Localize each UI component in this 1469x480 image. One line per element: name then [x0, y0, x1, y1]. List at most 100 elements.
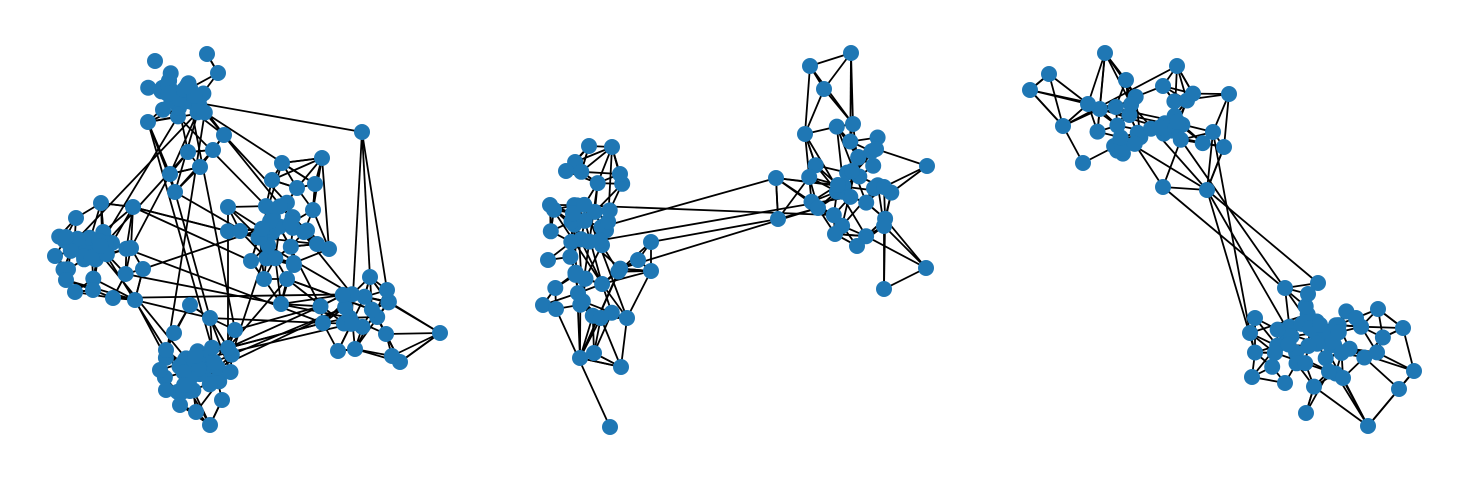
graph-node	[1172, 131, 1189, 148]
graph-edge	[883, 225, 927, 269]
graph-node	[1335, 370, 1351, 386]
graph-node	[535, 297, 551, 313]
graph-node	[347, 341, 363, 357]
graph-node	[843, 45, 859, 61]
graph-node	[384, 348, 400, 364]
graph-edge	[169, 111, 199, 175]
graph-node	[876, 218, 892, 234]
graph-node	[592, 310, 609, 326]
graph-node	[816, 81, 832, 97]
graph-node	[1306, 378, 1322, 395]
graph-node	[919, 158, 935, 174]
graph-node	[274, 155, 290, 171]
graph-node	[188, 404, 204, 420]
graph-node	[770, 211, 786, 227]
graph-node	[1266, 344, 1283, 361]
graph-node	[1242, 325, 1258, 341]
graph-edge	[1180, 139, 1317, 334]
graph-edge	[204, 111, 316, 185]
graph-node	[220, 223, 236, 240]
graph-node	[162, 65, 179, 82]
graph-node	[140, 114, 156, 130]
graph-node	[83, 249, 100, 266]
graph-node	[1041, 66, 1057, 82]
graph-node	[1360, 418, 1376, 434]
graph-edge	[1133, 143, 1164, 188]
graph-edge	[104, 151, 189, 244]
graph-node	[312, 298, 329, 315]
graph-edge	[804, 88, 825, 135]
graph-node	[210, 65, 226, 81]
graph-node	[1075, 155, 1091, 171]
graph-node	[334, 286, 351, 303]
graph-edge	[234, 305, 321, 331]
graph-node	[1194, 135, 1211, 152]
graph-node	[547, 280, 564, 296]
graph-node	[140, 79, 157, 96]
graph-node	[93, 195, 109, 211]
graph-node	[199, 46, 215, 62]
graph-node	[296, 224, 312, 240]
graph-edge	[626, 270, 652, 319]
graph-edge	[321, 157, 330, 250]
graph-edge	[599, 317, 622, 368]
graph-node	[858, 194, 875, 211]
graph-node	[1118, 72, 1134, 88]
graph-node	[876, 179, 892, 195]
graph-edge	[583, 220, 603, 285]
graph-edge	[1313, 385, 1369, 427]
graph-node	[330, 343, 346, 359]
graph-node	[282, 215, 299, 232]
graph-node	[842, 133, 859, 150]
graph-node	[1089, 123, 1106, 140]
graph-node	[1370, 301, 1386, 317]
graph-edge	[227, 305, 321, 349]
graph-node	[162, 166, 178, 182]
graph-node	[258, 198, 274, 215]
graph-node	[147, 53, 163, 69]
graph-node	[540, 252, 556, 268]
graph-edge	[286, 278, 373, 311]
graph-node	[314, 150, 330, 166]
graph-edge	[112, 293, 353, 299]
graph-edge	[361, 131, 371, 278]
graph-node	[1205, 124, 1221, 140]
graph-node	[47, 248, 63, 264]
graph-edge	[1162, 139, 1182, 188]
graph-node	[1297, 355, 1314, 372]
graph-node	[1151, 119, 1168, 136]
graph-node	[67, 284, 83, 300]
graph-node	[865, 157, 882, 174]
graph-node	[1333, 344, 1350, 361]
graph-node	[589, 175, 606, 192]
graph-edge	[97, 250, 187, 359]
graph-node	[160, 85, 177, 102]
graph-node	[542, 223, 559, 240]
graph-node	[802, 58, 818, 74]
graph-node	[844, 163, 860, 179]
graph-node	[630, 252, 646, 268]
graph-edge	[1130, 103, 1208, 191]
graph-edge	[574, 204, 834, 216]
graph-node	[591, 232, 608, 249]
graph-node	[1199, 182, 1215, 198]
graph-edge	[620, 317, 628, 368]
graph-node	[1097, 45, 1113, 61]
graph-edge	[385, 332, 441, 335]
graph-edge	[1367, 370, 1415, 427]
graph-edge	[1206, 189, 1319, 284]
graph-node	[810, 200, 826, 216]
graph-edge	[223, 134, 288, 204]
graph-node	[356, 288, 373, 305]
graph-node	[362, 269, 378, 285]
graph-node	[1107, 99, 1124, 115]
graph-edge	[361, 131, 388, 291]
graph-node	[564, 205, 581, 222]
graph-node	[321, 241, 337, 257]
graph-node	[432, 325, 448, 341]
graph-node	[192, 159, 208, 175]
graph-node	[92, 238, 109, 254]
graph-node	[125, 199, 141, 215]
graph-node	[1123, 96, 1140, 113]
graph-node	[830, 177, 846, 193]
